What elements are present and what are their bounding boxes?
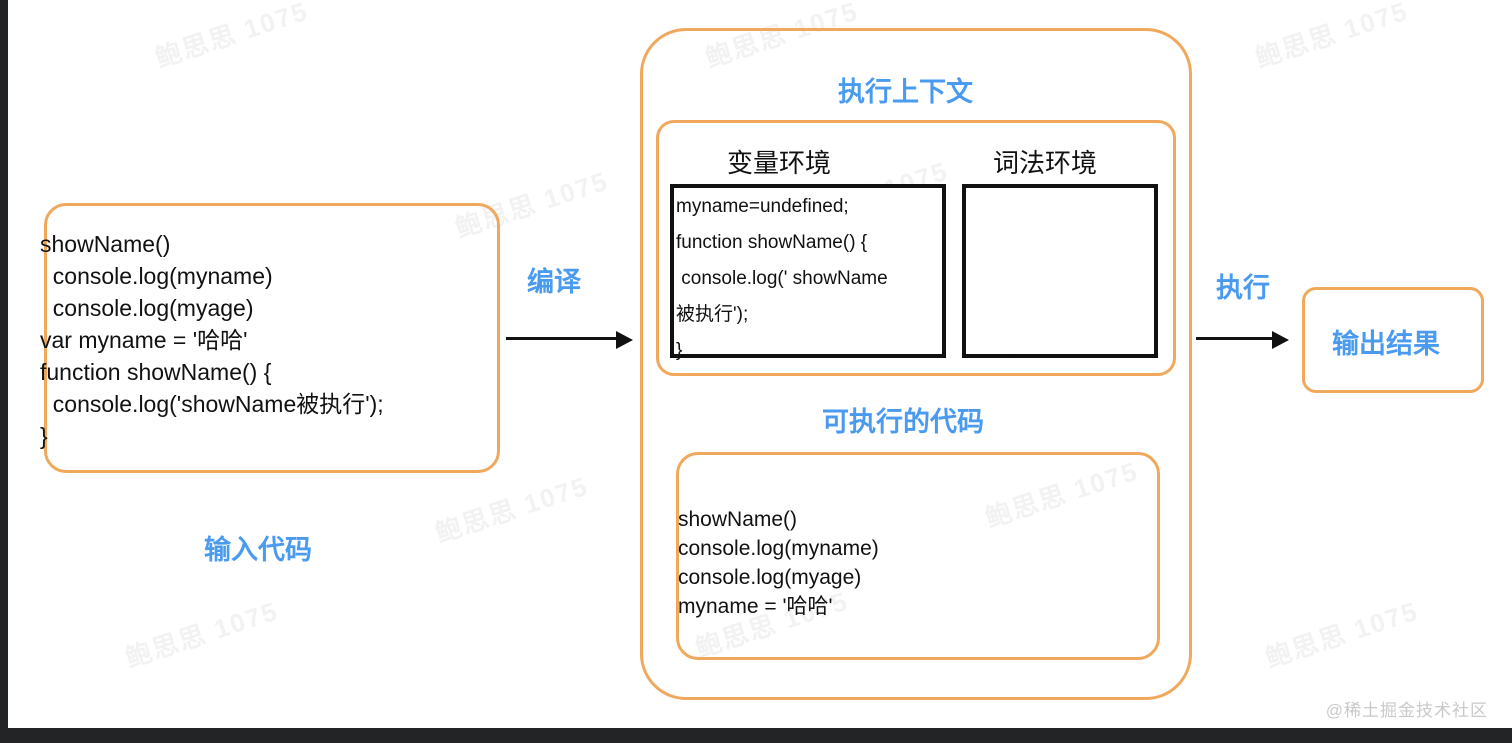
execute-arrow-line [1196,337,1274,340]
lexical-environment-rect [962,184,1158,358]
input-code-box [44,203,500,473]
watermark-tile: 鲍思思 1075 [1261,595,1423,674]
output-label: 输出结果 [1332,329,1440,359]
compile-step-label: 编译 [527,267,581,297]
compile-arrow-head-icon [616,331,633,349]
window-edge-bottom [0,728,1512,743]
runnable-code-box [676,452,1160,660]
input-code-text: showName() console.log(myname) console.l… [40,231,384,449]
execution-context-title: 执行上下文 [838,77,973,107]
watermark-tile: 鲍思思 1075 [431,470,593,549]
environments-box [656,120,1176,376]
window-edge-left [0,0,8,743]
execute-step-label: 执行 [1216,273,1270,303]
compile-arrow-line [506,337,618,340]
lexical-environment-title: 词法环境 [993,148,1098,178]
execution-context-box [640,28,1192,700]
runnable-code-title: 可执行的代码 [822,407,984,437]
watermark-tile: 鲍思思 1075 [151,0,313,74]
input-code-label: 输入代码 [204,535,312,565]
execute-arrow-head-icon [1272,331,1289,349]
watermark-tile: 鲍思思 1075 [1251,0,1413,74]
output-box [1302,287,1484,393]
variable-environment-rect [670,184,946,358]
brand-watermark: @稀土掘金技术社区 [1325,701,1488,720]
variable-environment-text: myname=undefined; function showName() { … [676,196,888,361]
variable-environment-title: 变量环境 [727,148,832,178]
runnable-code-text: showName() console.log(myname) console.l… [678,508,879,618]
watermark-tile: 鲍思思 1075 [121,595,283,674]
